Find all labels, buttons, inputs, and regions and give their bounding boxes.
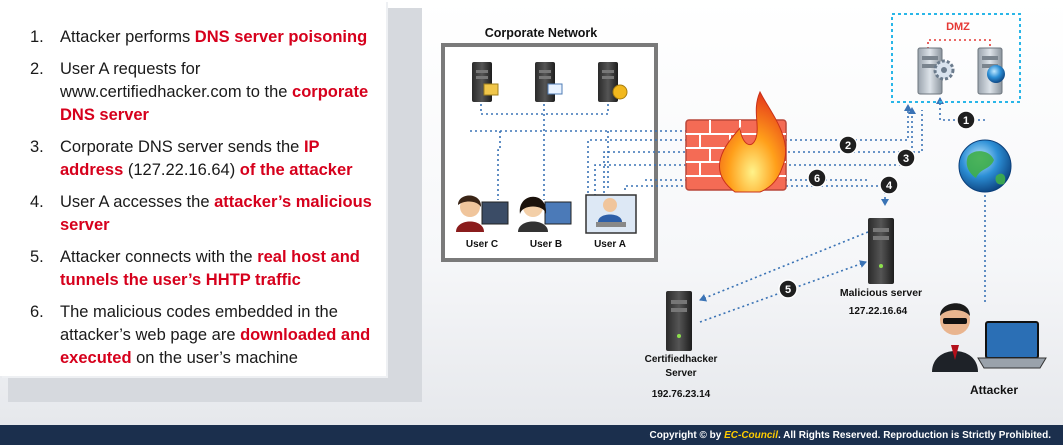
step-number: 3. <box>30 138 44 156</box>
user-b-icon <box>518 196 572 232</box>
step-text: User A requests for www.certifiedhacker.… <box>60 60 293 101</box>
step-item: 1. Attacker performs DNS server poisoning <box>30 26 380 49</box>
corp-server-mail-icon <box>472 62 499 102</box>
dmz-link <box>927 39 991 54</box>
step-highlight: downloaded and executed <box>60 326 371 367</box>
steps-list: 1. Attacker performs DNS server poisoning… <box>30 26 380 379</box>
step-highlight: attacker’s malicious server <box>60 193 372 234</box>
step-text: Attacker performs <box>60 28 195 46</box>
user-c-label: User C <box>466 239 498 250</box>
user-c-icon <box>456 195 509 232</box>
corp-dns-server-icon <box>535 62 563 102</box>
attacker-label: Attacker <box>970 383 1018 397</box>
step-text: (127.22.16.64) <box>123 161 240 179</box>
step-badge-4: 4 <box>879 175 899 195</box>
step-text: Attacker connects with the <box>60 248 258 266</box>
step-badge-5: 5 <box>778 279 798 299</box>
certifiedhacker-server-name: Certifiedhacker <box>645 354 718 365</box>
internet-globe-icon <box>958 139 1012 193</box>
step-number: 2. <box>30 60 44 78</box>
svg-text:4: 4 <box>886 180 893 192</box>
corp-db-server-icon <box>598 62 628 102</box>
step-highlight: of the attacker <box>239 161 353 179</box>
certifiedhacker-server-icon <box>666 291 692 351</box>
dmz-dns-server-icon <box>917 47 955 95</box>
step-highlight: corporate DNS server <box>60 83 369 124</box>
step-badge-3: 3 <box>896 148 916 168</box>
svg-text:6: 6 <box>814 173 820 185</box>
user-a-label: User A <box>594 239 626 250</box>
step-number: 4. <box>30 193 44 211</box>
step-text: Corporate DNS server sends the <box>60 138 304 156</box>
certifiedhacker-server-ip: 192.76.23.14 <box>652 389 711 400</box>
malicious-server-ip: 127.22.16.64 <box>849 306 908 317</box>
corporate-links <box>470 104 693 200</box>
corporate-network-label: Corporate Network <box>485 26 598 40</box>
step-number: 6. <box>30 303 44 321</box>
step-badge-6: 6 <box>807 168 827 188</box>
step-item: 6. The malicious codes embedded in the at… <box>30 301 380 370</box>
step-highlight: DNS server poisoning <box>194 28 368 46</box>
step-text: User A accesses the <box>60 193 215 211</box>
firewall-icon <box>685 90 787 193</box>
step-badge-2: 2 <box>838 135 858 155</box>
copyright-footer: Copyright © by EC-Council. All Rights Re… <box>0 425 1063 445</box>
step-item: 3. Corporate DNS server sends the IP addr… <box>30 136 380 182</box>
copyright-suffix: . All Rights Reserved. Reproduction is S… <box>777 430 1051 441</box>
step-text: on the user’s machine <box>131 349 298 367</box>
svg-text:3: 3 <box>903 153 909 165</box>
step-badge-1: 1 <box>956 110 976 130</box>
dmz-web-server-icon <box>977 47 1005 95</box>
attacker-laptop-icon <box>977 321 1047 369</box>
step-item: 5. Attacker connects with the real host a… <box>30 246 380 292</box>
step-item: 2. User A requests for www.certifiedhacke… <box>30 58 380 127</box>
svg-text:1: 1 <box>963 115 969 127</box>
copyright-prefix: Copyright © by <box>649 430 725 441</box>
step-highlight: real host and tunnels the user’s HHTP tr… <box>60 248 360 289</box>
copyright-text: Copyright © by EC-Council. All Rights Re… <box>650 430 1052 441</box>
step-text: The malicious codes embedded in the atta… <box>60 303 338 344</box>
svg-text:2: 2 <box>845 140 851 152</box>
malicious-server-icon <box>868 218 894 284</box>
steps-panel: 1. Attacker performs DNS server poisoning… <box>0 0 386 376</box>
user-a-icon <box>585 194 637 234</box>
certifiedhacker-server-sub: Server <box>665 368 696 379</box>
dns-poisoning-diagram: Corporate Network <box>441 13 1047 400</box>
step-highlight: IP address <box>60 138 320 179</box>
malicious-server-label: Malicious server <box>840 287 922 299</box>
step-item: 4. User A accesses the attacker’s malicio… <box>30 191 380 237</box>
brand-logo: EC-Council <box>724 430 778 441</box>
svg-text:5: 5 <box>785 284 791 296</box>
attacker-icon <box>932 303 978 372</box>
step-number: 5. <box>30 248 44 266</box>
user-b-label: User B <box>530 239 562 250</box>
dmz-label: DMZ <box>946 21 970 33</box>
step-number: 1. <box>30 28 44 46</box>
